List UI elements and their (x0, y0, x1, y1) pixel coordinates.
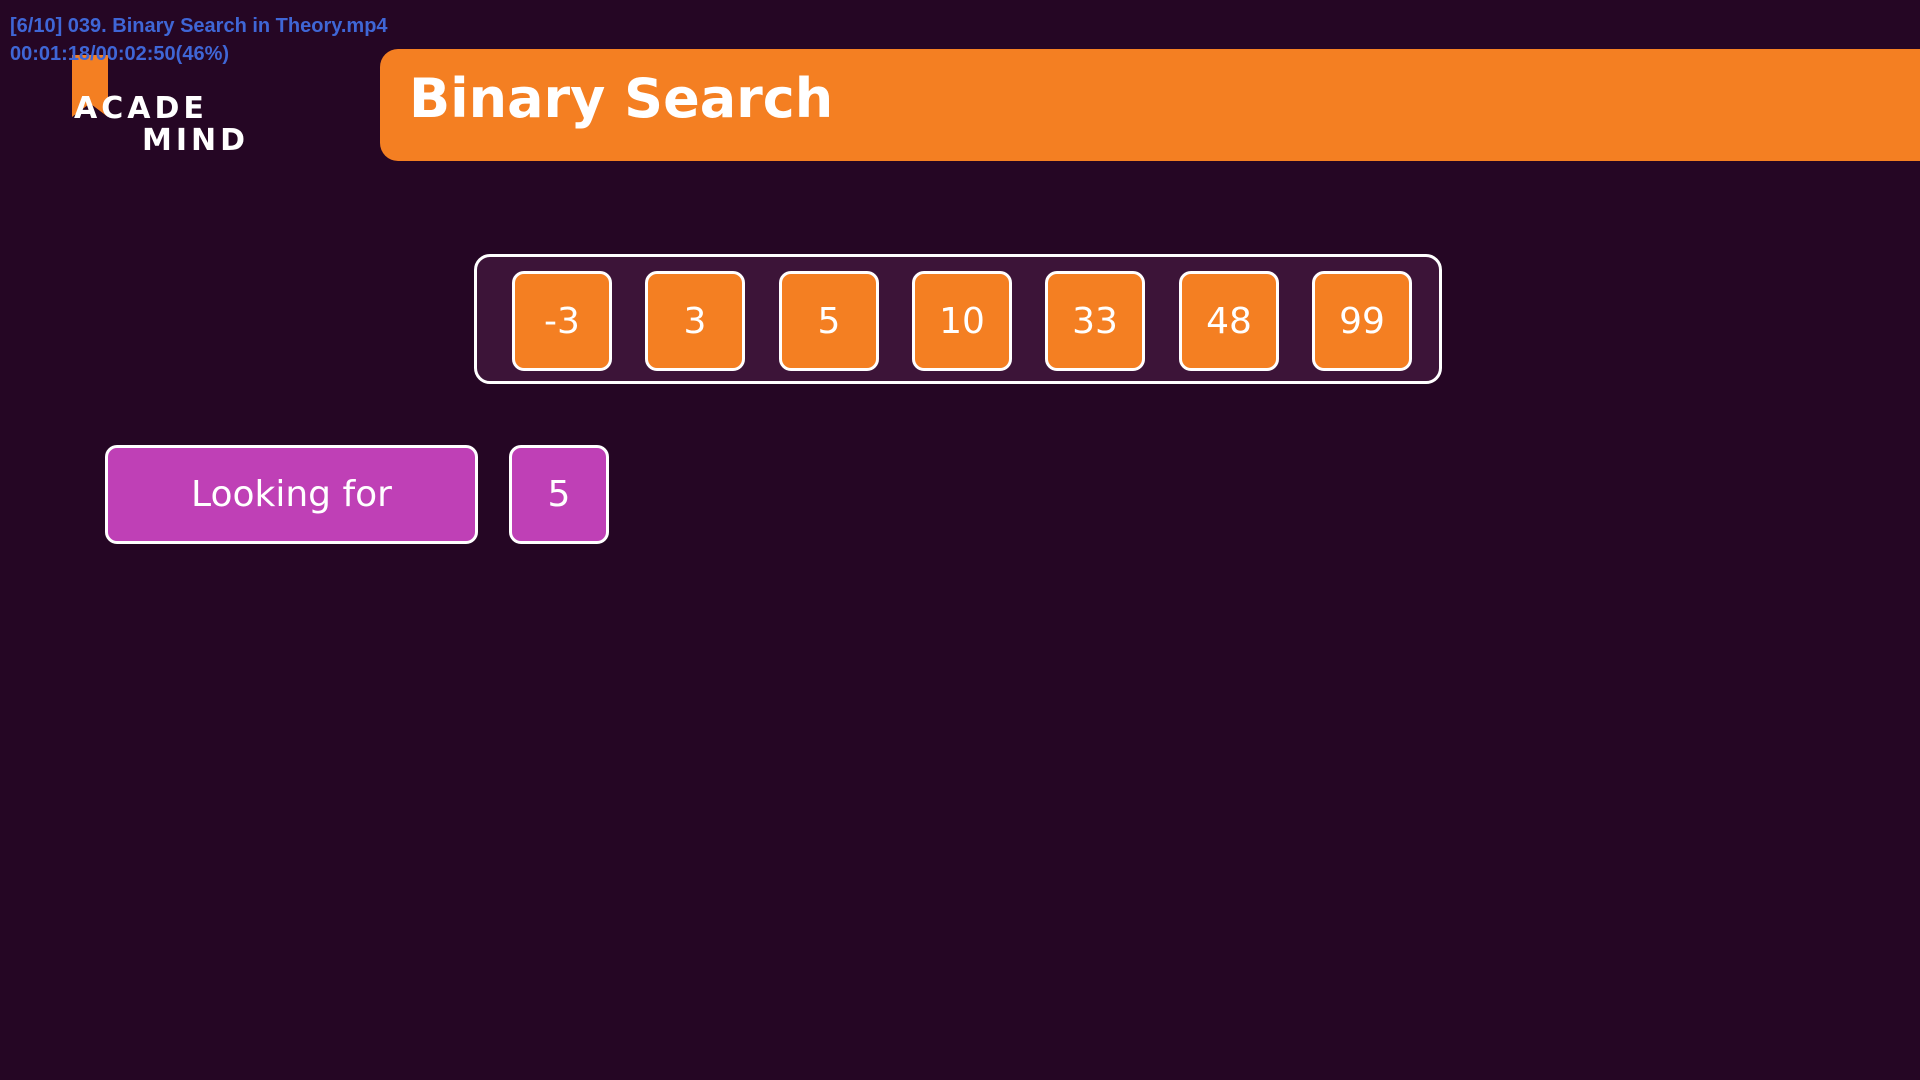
title-banner: Binary Search (380, 49, 1920, 161)
array-cell: -3 (512, 271, 612, 371)
array-cell: 48 (1179, 271, 1279, 371)
array-cell: 99 (1312, 271, 1412, 371)
academind-logo: ACADE MIND (70, 55, 250, 165)
logo-text-line1: ACADE (74, 91, 208, 126)
array-cell: 33 (1045, 271, 1145, 371)
video-player-overlay: [6/10] 039. Binary Search in Theory.mp4 … (10, 12, 388, 68)
logo-text-line2: MIND (142, 123, 250, 158)
array-cell: 10 (912, 271, 1012, 371)
array-cell: 3 (645, 271, 745, 371)
video-time-readout: 00:01:18/00:02:50(46%) (10, 43, 230, 65)
looking-for-label: Looking for (105, 445, 478, 544)
sorted-array-container: -3 3 5 10 33 48 99 (474, 254, 1442, 384)
array-cell: 5 (779, 271, 879, 371)
slide-title: Binary Search (409, 67, 834, 130)
search-target-value: 5 (509, 445, 609, 544)
video-file-title: [6/10] 039. Binary Search in Theory.mp4 (10, 15, 388, 37)
